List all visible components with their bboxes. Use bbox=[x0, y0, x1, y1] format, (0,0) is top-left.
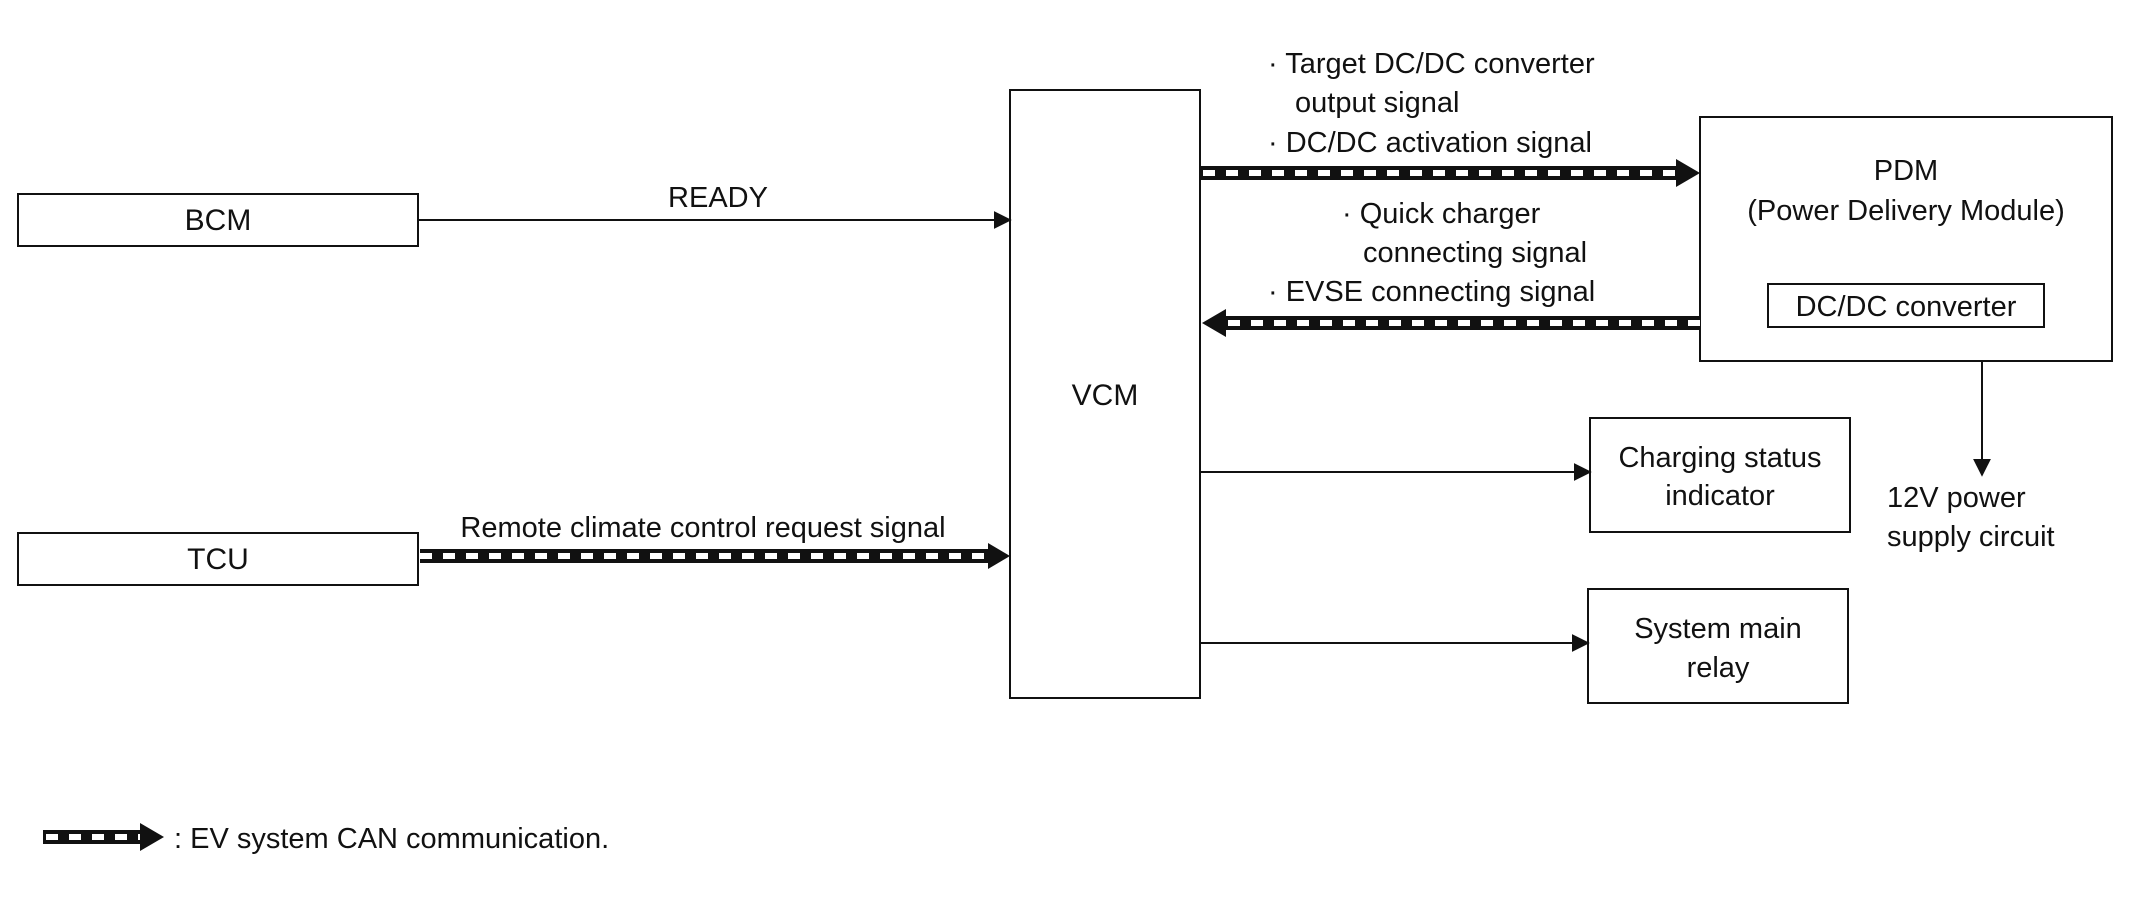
charging-status-label-2: indicator bbox=[1665, 480, 1775, 512]
system-main-relay-box bbox=[1587, 588, 1849, 704]
charging-status-label-1: Charging status bbox=[1618, 442, 1821, 474]
can-arrow-pdm-to-vcm bbox=[1202, 309, 1700, 337]
remote-climate-label: Remote climate control request signal bbox=[460, 512, 945, 544]
tcu-label: TCU bbox=[187, 543, 249, 576]
bcm-label: BCM bbox=[185, 204, 252, 237]
dcdc-converter-box bbox=[1767, 283, 2045, 328]
target-dcdc-label-2: output signal bbox=[1295, 87, 1459, 119]
dcdc-converter-label: DC/DC converter bbox=[1796, 291, 2017, 323]
power-supply-label-1: 12V power bbox=[1887, 482, 2026, 514]
can-arrow-tcu-to-vcm bbox=[420, 543, 1010, 569]
legend-label: : EV system CAN communication. bbox=[174, 823, 609, 855]
evse-label: · EVSE connecting signal bbox=[1268, 276, 1595, 308]
pdm-title: PDM bbox=[1874, 155, 1938, 187]
quick-charger-label-1: · Quick charger bbox=[1342, 198, 1541, 230]
vcm-box bbox=[1009, 89, 1201, 699]
target-dcdc-label-1: · Target DC/DC converter bbox=[1268, 48, 1595, 80]
system-main-relay-label-2: relay bbox=[1687, 652, 1750, 684]
pdm-subtitle: (Power Delivery Module) bbox=[1747, 195, 2065, 227]
tcu-box bbox=[17, 532, 419, 586]
dcdc-activation-label: · DC/DC activation signal bbox=[1268, 127, 1592, 159]
quick-charger-label-2: connecting signal bbox=[1363, 237, 1587, 269]
system-main-relay-label-1: System main bbox=[1634, 613, 1802, 645]
can-arrow-vcm-to-pdm bbox=[1200, 159, 1700, 187]
bcm-box bbox=[17, 193, 419, 247]
legend-can-icon bbox=[43, 823, 164, 851]
power-supply-label-2: supply circuit bbox=[1887, 521, 2055, 553]
ready-label: READY bbox=[668, 182, 768, 214]
charging-status-box bbox=[1589, 417, 1851, 533]
vcm-label: VCM bbox=[1072, 379, 1139, 412]
